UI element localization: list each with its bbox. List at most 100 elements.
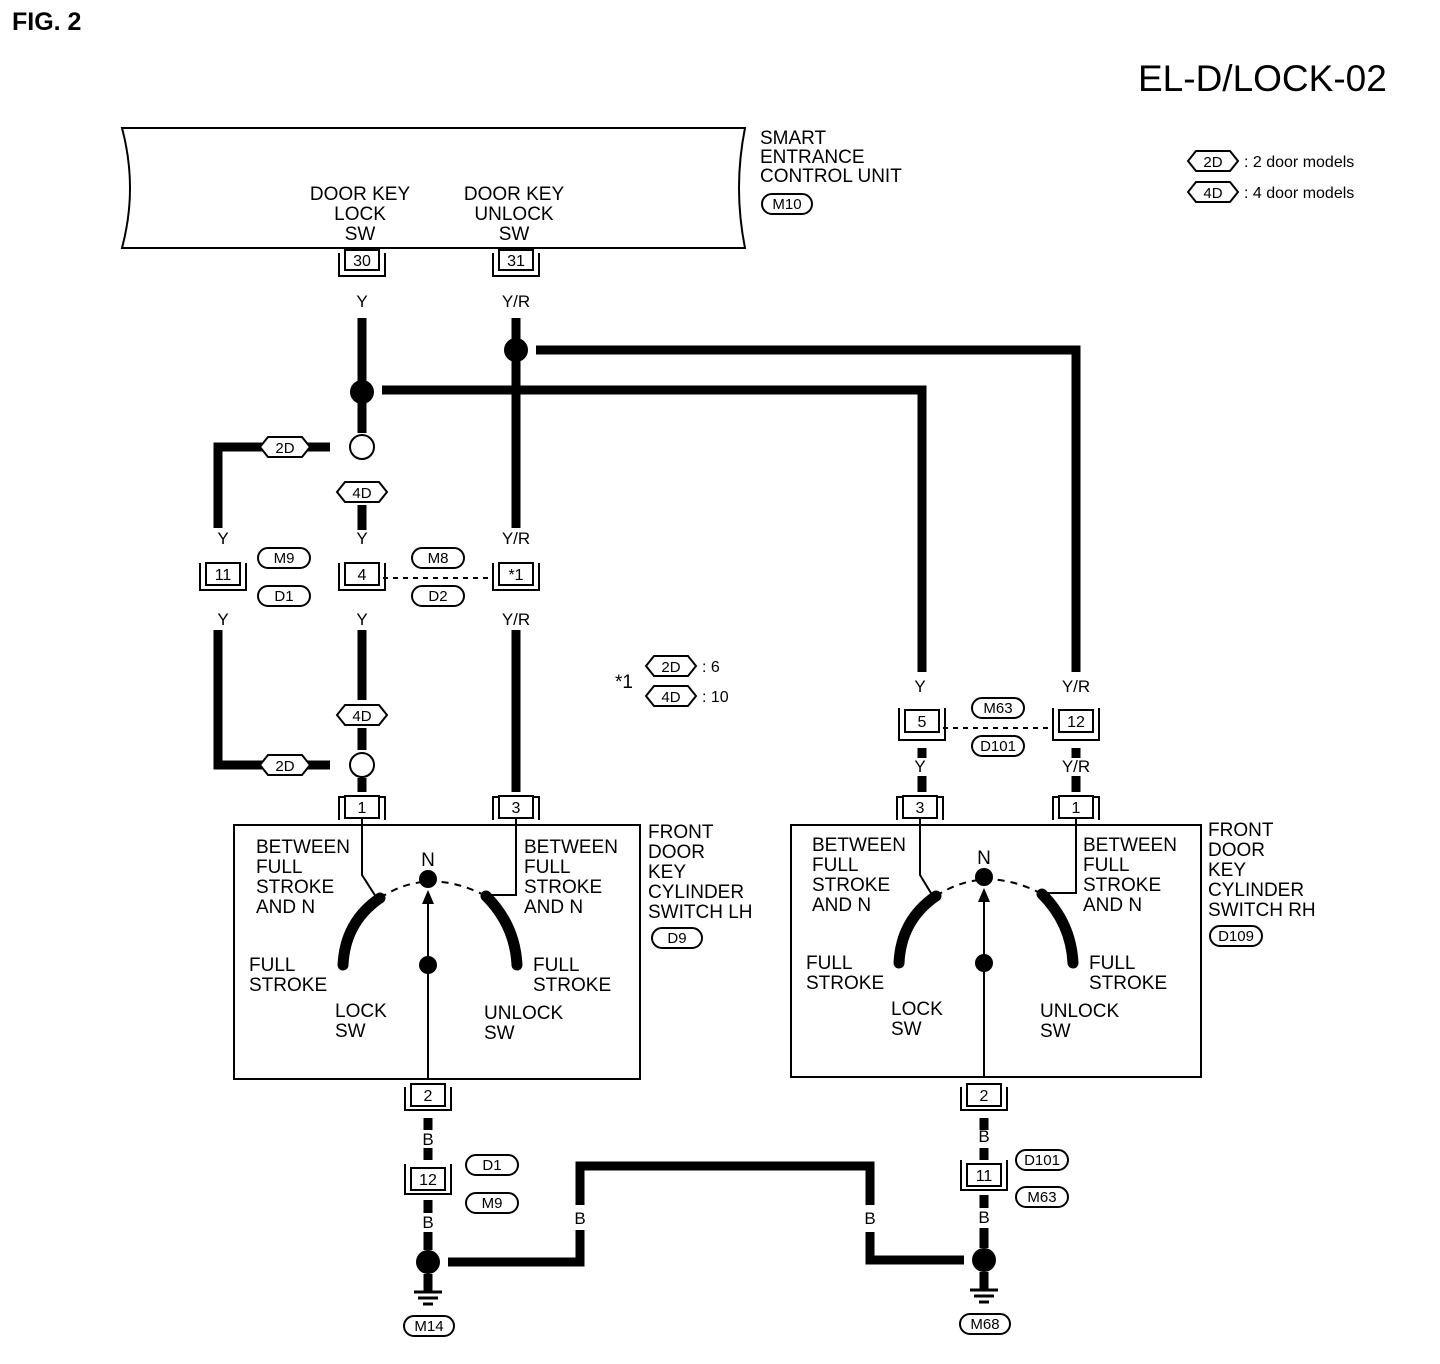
splices <box>349 338 528 778</box>
conn-5-pin: 5 <box>918 714 927 731</box>
switch-lh-name-2: DOOR <box>648 842 705 863</box>
switch-rh-between-right-4: AND N <box>1083 895 1142 916</box>
ground-lh-d1-id: D1 <box>482 1157 501 1174</box>
legend-2d-tag-text: 2D <box>1203 154 1222 171</box>
pin-note-2d-tag-text: 2D <box>661 659 680 676</box>
pin-note-2d-tag <box>644 655 698 677</box>
wire-label-yr-below: Y/R <box>502 610 530 629</box>
figure-number: FIG. 2 <box>12 8 81 36</box>
terminal-lock-label-line1: DOOR KEY <box>310 184 411 205</box>
tag-2d-top <box>258 436 312 458</box>
legend-4d-text: : 4 door models <box>1244 185 1354 202</box>
switch-rh-body <box>790 824 1202 1078</box>
ground-rh-m63-oval <box>1015 1186 1069 1208</box>
legend-2d-text: : 2 door models <box>1244 154 1354 171</box>
ground-lh-d1-oval <box>465 1154 519 1176</box>
splice-yr <box>504 338 528 362</box>
control-unit-connector-oval <box>761 193 813 215</box>
wire-label-4d-y-below: Y <box>356 610 367 629</box>
option-tags: 2D 4D 4D 2D <box>258 436 389 776</box>
switch-lh-between-right-4: AND N <box>524 897 583 918</box>
wire-label-rh-b-bottom: B <box>978 1208 989 1227</box>
wire-label-link-left: B <box>574 1209 585 1228</box>
switch-rh-between-right-2: FULL <box>1083 855 1129 876</box>
conn-m63-id: M63 <box>983 700 1012 717</box>
rh-harness-connectors: 5 M63 D101 12 <box>898 697 1100 757</box>
terminal-lock-label-line2: LOCK <box>334 204 386 225</box>
control-unit: SMART ENTRANCE CONTROL UNIT M10 DOOR KEY… <box>120 127 902 277</box>
wire-label-4d-y-above: Y <box>356 529 367 548</box>
switch-lh-lock-2: SW <box>335 1021 366 1042</box>
wire-label-yr-top: Y/R <box>502 292 530 311</box>
conn-12-pin: 12 <box>1067 714 1085 731</box>
wire-labels: Y Y/R Y Y Y Y Y/R Y/R Y Y Y/R Y/R B B B … <box>217 292 1090 1232</box>
wire-label-yr-above: Y/R <box>502 529 530 548</box>
switch-lh-neutral: N <box>421 850 435 871</box>
switch-lh-full-left-2: STROKE <box>249 975 327 996</box>
switch-rh-connector-oval <box>1209 925 1263 947</box>
switch-lh-pin3: 3 <box>512 800 521 817</box>
lh-harness-connectors: 11 M9 D1 4 M8 D2 *1 <box>199 547 540 607</box>
switch-rh-between-left-4: AND N <box>812 895 871 916</box>
ground-rh-conn-pin: 11 <box>976 1168 993 1185</box>
switch-lh-between-left-2: FULL <box>256 857 302 878</box>
ground-lh: 12 D1 M9 M14 <box>403 1154 519 1337</box>
legend: 2D : 2 door models 4D : 4 door models <box>1186 150 1354 203</box>
switch-lh-between-left-3: STROKE <box>256 877 334 898</box>
switch-lh-connector-oval <box>651 927 703 949</box>
pin-note: *1 2D : 6 4D : 10 <box>615 655 729 707</box>
conn-4-box <box>344 562 380 586</box>
control-unit-name-line3: CONTROL UNIT <box>760 166 902 187</box>
rh-lock-arc <box>893 890 942 969</box>
wire-2d-top <box>213 442 330 528</box>
ground-rh-point: M68 <box>970 1316 999 1333</box>
lh-lock-arc <box>337 892 386 971</box>
legend-4d-tag <box>1186 181 1240 203</box>
conn-4-pin: 4 <box>358 567 367 584</box>
conn-11-box <box>205 562 241 586</box>
pin-30-box <box>344 249 380 271</box>
switch-rh-full-left-1: FULL <box>806 953 852 974</box>
wire-label-rh-y-below: Y <box>914 757 925 776</box>
wire-2d-bottom <box>213 630 330 770</box>
wire-label-2d-y-below: Y <box>217 610 228 629</box>
pin-note-4d-tag <box>644 685 698 707</box>
conn-d2-id: D2 <box>428 588 447 605</box>
switch-lh-name-5: SWITCH LH <box>648 902 753 923</box>
ground-rh-point-oval <box>959 1313 1011 1335</box>
ground-rh-symbol <box>970 1288 998 1304</box>
wire-ground-link-top <box>575 1161 875 1205</box>
switch-lh: 1 3 N BETWEEN FULL STROKE AND N BETWEEN … <box>233 795 753 1111</box>
conn-m9-oval <box>257 547 311 569</box>
ground-rh-d101-id: D101 <box>1024 1152 1060 1169</box>
wire-label-lh-b-bottom: B <box>422 1213 433 1232</box>
control-unit-name-line2: ENTRANCE <box>760 147 865 168</box>
control-unit-name-line1: SMART <box>760 128 827 149</box>
wire-label-rh-y-above: Y <box>914 677 925 696</box>
conn-11-pin: 11 <box>215 567 232 584</box>
tag-4d-top-text: 4D <box>352 485 371 502</box>
switch-lh-full-right-2: STROKE <box>533 975 611 996</box>
conn-d2-oval <box>411 585 465 607</box>
switch-lh-lock-1: LOCK <box>335 1001 387 1022</box>
wires <box>213 318 1081 1267</box>
open-splice-top <box>349 434 375 460</box>
switch-lh-unlock-1: UNLOCK <box>484 1003 564 1024</box>
ground-lh-m9-id: M9 <box>482 1195 503 1212</box>
switch-rh-between-left-2: FULL <box>812 855 858 876</box>
wire-y-to-rh <box>382 385 927 672</box>
tag-4d-bottom-text: 4D <box>352 708 371 725</box>
switch-rh-pin2: 2 <box>980 1088 989 1105</box>
switch-lh-name-3: KEY <box>648 862 686 883</box>
conn-m63-oval <box>971 697 1025 719</box>
conn-m9-id: M9 <box>274 550 295 567</box>
switch-lh-body <box>233 824 641 1080</box>
switch-lh-pin2-box <box>410 1083 446 1107</box>
splice-y <box>350 380 374 404</box>
switch-lh-unlock-2: SW <box>484 1023 515 1044</box>
switch-lh-name-1: FRONT <box>648 822 714 843</box>
conn-star1-pin: *1 <box>508 567 523 584</box>
switch-rh-unlock-1: UNLOCK <box>1040 1001 1120 1022</box>
ground-lh-symbol <box>414 1290 442 1306</box>
